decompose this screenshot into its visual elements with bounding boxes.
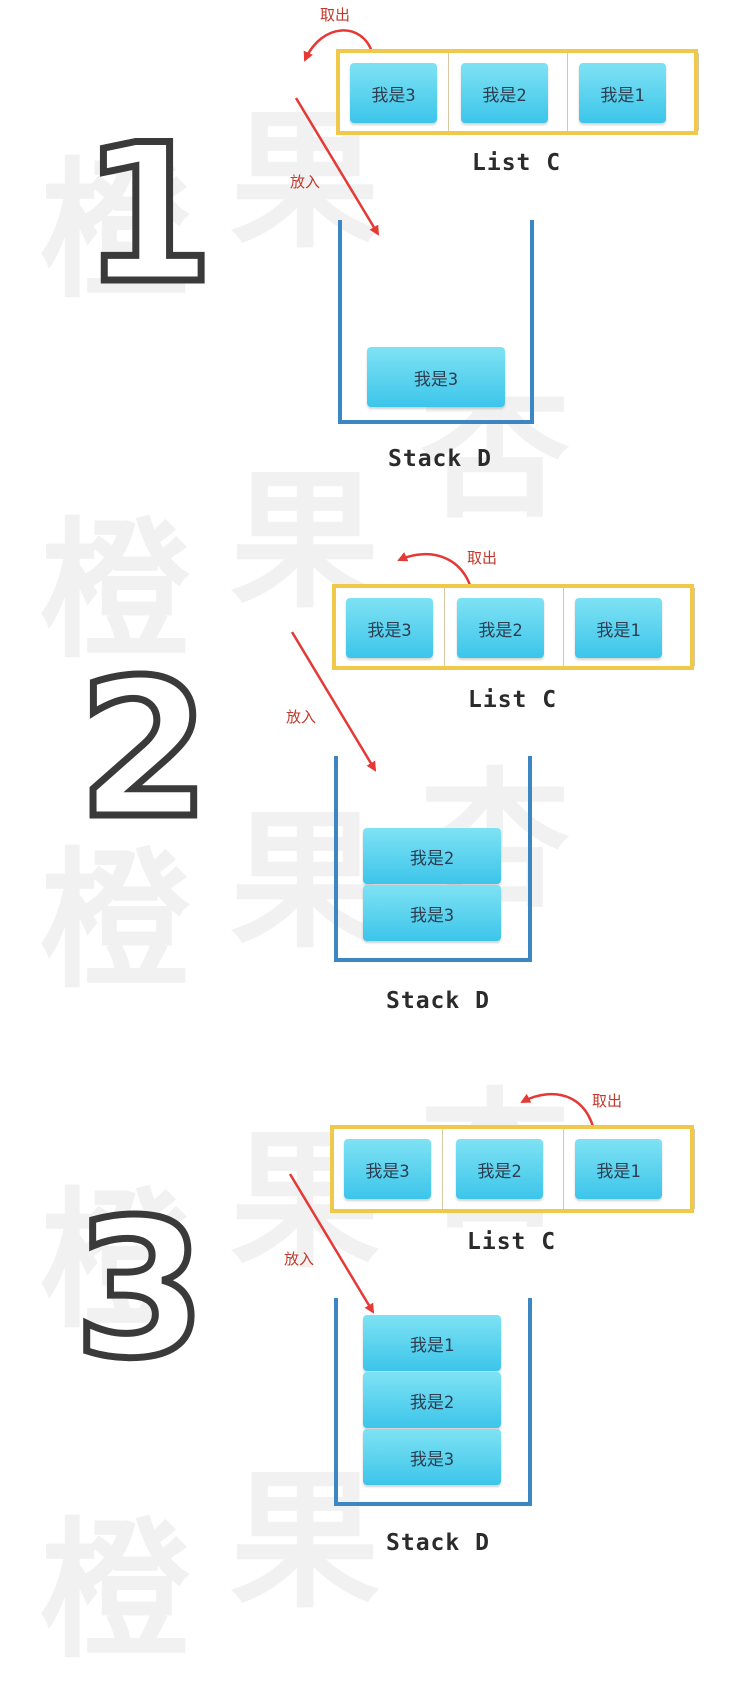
list-cell	[444, 588, 564, 666]
step-number: 2	[74, 639, 213, 860]
list-item-card: 我是2	[456, 1139, 543, 1199]
list-c-label: List C	[467, 1229, 557, 1255]
put-label: 放入	[286, 708, 317, 726]
put-arrow	[294, 97, 380, 236]
list-item-card: 我是3	[344, 1139, 431, 1199]
list-cell	[334, 1129, 443, 1209]
list-item-card: 我是3	[346, 598, 433, 658]
list-cell	[567, 53, 699, 131]
stack-d-label: Stack D	[386, 1530, 490, 1556]
list-item-card: 我是1	[575, 598, 662, 658]
take-label: 取出	[320, 6, 351, 24]
put-label: 放入	[284, 1250, 315, 1268]
list-cell	[336, 588, 445, 666]
stack-item-card: 我是1	[363, 1315, 501, 1371]
list-cell	[563, 1129, 695, 1209]
stack-d-container: 我是2 我是3	[334, 756, 532, 962]
put-arrow	[288, 1173, 375, 1314]
stack-item-card: 我是2	[363, 1372, 501, 1428]
list-c-container: 我是3 我是2 我是1	[332, 584, 695, 670]
list-item-card: 我是3	[350, 63, 437, 123]
take-arrow	[303, 29, 374, 62]
list-item-card: 我是1	[579, 63, 666, 123]
list-cell	[340, 53, 449, 131]
stack-item-card: 我是3	[367, 347, 505, 407]
put-label: 放入	[290, 173, 321, 191]
stack-d-container: 我是1 我是2 我是3	[334, 1298, 532, 1506]
list-c-label: List C	[472, 150, 562, 176]
step-number: 3	[70, 1179, 209, 1400]
stack-d-container: 我是3	[338, 220, 534, 424]
list-item-card: 我是2	[461, 63, 548, 123]
list-item-card: 我是2	[457, 598, 544, 658]
stack-d-label: Stack D	[386, 988, 490, 1014]
list-cell	[442, 1129, 564, 1209]
list-c-container: 我是3 我是2 我是1	[330, 1125, 695, 1213]
step-number: 1	[78, 104, 217, 325]
stack-d-label: Stack D	[388, 446, 492, 472]
stack-item-card: 我是3	[363, 885, 501, 941]
take-label: 取出	[467, 549, 498, 567]
list-c-container: 我是3 我是2 我是1	[336, 49, 699, 135]
stack-item-card: 我是3	[363, 1429, 501, 1485]
take-label: 取出	[592, 1092, 623, 1110]
list-c-label: List C	[468, 687, 558, 713]
list-item-card: 我是1	[575, 1139, 662, 1199]
list-cell	[448, 53, 568, 131]
put-arrow	[290, 631, 377, 772]
list-cell	[563, 588, 695, 666]
stack-item-card: 我是2	[363, 828, 501, 884]
